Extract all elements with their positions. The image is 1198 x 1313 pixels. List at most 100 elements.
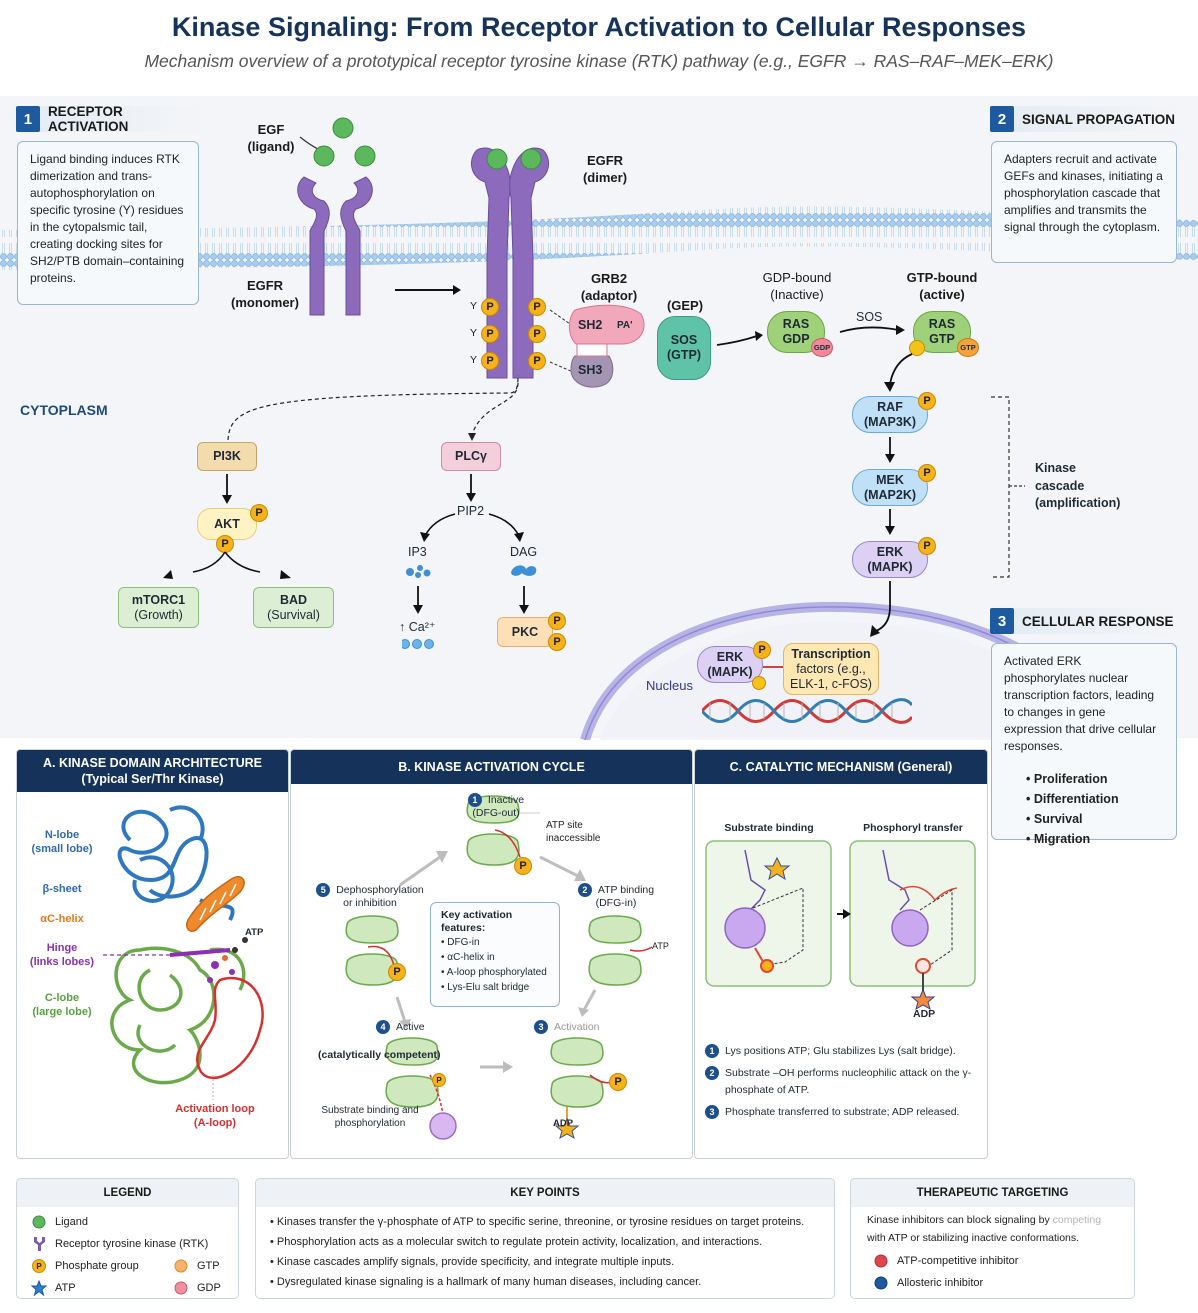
sos-node: SOS (GTP) <box>657 316 711 380</box>
phosphate-icon: P <box>918 392 936 410</box>
c-lobe-ribbon <box>110 946 246 1085</box>
activation-cycle-drawing <box>345 795 653 1140</box>
atp-star-icon <box>31 1280 47 1296</box>
therapeutic-text-part: with ATP or stabilizing inactive conform… <box>867 1232 1080 1244</box>
legend-item-gdp: GDP <box>173 1277 221 1298</box>
plcg-to-pip2-arrow <box>466 474 476 502</box>
substrate-icon <box>724 907 766 949</box>
step-text: Phosphate transferred to substrate; ADP … <box>725 1106 960 1118</box>
n-lobe-ribbon <box>117 805 235 921</box>
calcium-ion-icon <box>402 639 410 649</box>
step-text: Substrate –OH performs nucleophilic atta… <box>725 1067 972 1096</box>
ras-to-raf-arrow <box>884 353 913 392</box>
panel-a-header: A. KINASE DOMAIN ARCHITECTURE (Typical S… <box>17 750 288 792</box>
substrate-binding-frame <box>705 840 832 987</box>
phosphate-icon: P <box>528 325 546 343</box>
key-feature-item: • αC-helix in <box>441 952 495 963</box>
tyrosine-label: Y <box>470 354 478 366</box>
ligand-icon <box>486 148 508 170</box>
atp-note: ATP <box>652 941 669 951</box>
phosphate-glyph: P <box>32 1259 46 1273</box>
bad-sub: (Survival) <box>267 607 320 622</box>
alpha-c-helix-ribbon <box>185 876 245 932</box>
phosphate-icon: P <box>250 504 268 522</box>
legend-title: LEGEND <box>17 1179 238 1207</box>
mtorc1-name: mTORC1 <box>131 592 186 607</box>
ligand-icon <box>332 117 354 139</box>
cytoplasm-label: CYTOPLASM <box>20 402 108 418</box>
step-label: Active <box>396 1020 425 1033</box>
sos-name: SOS <box>670 333 698 347</box>
tyrosine-label: Y <box>470 327 478 339</box>
phosphate-icon: P <box>388 963 406 981</box>
inhibitor-label: ATP-competitive inhibitor <box>897 1255 1019 1267</box>
tf-line: Transcription <box>791 646 871 661</box>
c-lobe-label: C-lobe (large lobe) <box>24 991 100 1019</box>
key-point-item: Kinases transfer the γ-phosphate of ATP … <box>256 1212 834 1232</box>
section-2-description: Adapters recruit and activate GEFs and k… <box>991 141 1177 263</box>
outcome-item: Proliferation <box>1026 769 1164 789</box>
pa-label: PA' <box>617 320 633 331</box>
atp-bound-icon <box>752 676 766 690</box>
therapeutic-text-part: Kinase inhibitors can block signaling by <box>867 1214 1053 1226</box>
phosphate-icon: P <box>528 352 546 370</box>
substrate-note: Substrate binding and phosphorylation <box>321 1105 419 1129</box>
active-state-sub: (catalytically competent) <box>318 1049 441 1061</box>
atp-star-icon <box>763 856 791 881</box>
panel-kinase-domain: A. KINASE DOMAIN ARCHITECTURE (Typical S… <box>16 749 289 1159</box>
dag-label: DAG <box>510 545 538 559</box>
ligand-icon <box>520 148 542 170</box>
nuclear-erk-sub: (MAPK) <box>707 664 753 679</box>
cascade-bracket <box>991 396 1025 578</box>
mek-name: MEK <box>876 472 904 487</box>
substrate-icon <box>429 1112 457 1140</box>
ras-gtp-nucleotide: GTP <box>929 332 955 346</box>
egf-leader-line <box>299 136 319 150</box>
mtorc1-sub: (Growth) <box>134 607 183 622</box>
step-number: 1 <box>705 1044 719 1058</box>
ligand-icon <box>354 145 376 167</box>
legend-label: GTP <box>197 1260 220 1272</box>
ras-gdp-name: RAS <box>782 317 810 331</box>
key-point-item: Phosphorylation acts as a molecular swit… <box>256 1232 834 1252</box>
sos-to-ras-arrow <box>716 331 763 346</box>
step-number: 5 <box>316 883 331 897</box>
section-1-label: RECEPTOR ACTIVATION <box>47 104 129 134</box>
page-subtitle: Mechanism overview of a prototypical rec… <box>144 51 1054 71</box>
section-3-description: Activated ERK phosphorylates nuclear tra… <box>991 643 1177 846</box>
kinase-state-atp-bound <box>588 915 653 986</box>
dna-helix-icon <box>702 698 912 724</box>
phosphoryl-transfer-scene <box>882 849 958 1011</box>
sos-exchange-label: SOS <box>856 310 883 324</box>
gdp-icon: GDP <box>811 338 833 357</box>
catalytic-mechanism-drawing <box>705 840 976 1011</box>
hinge-label: Hinge (links lobes) <box>24 941 100 969</box>
ligand-icon <box>313 145 335 167</box>
atp-competitive-inhibitor-icon <box>873 1253 889 1269</box>
step-number: 3 <box>534 1020 548 1034</box>
panel-c-header: C. CATALYTIC MECHANISM (General) <box>695 750 987 784</box>
step-sub: (DFG-out) <box>472 807 520 819</box>
ligand-icon <box>31 1214 47 1230</box>
receptor-icon <box>340 176 373 316</box>
hinge-and-atp <box>169 937 248 983</box>
egfr-monomer-name: EGFR <box>246 278 284 293</box>
ras-gtp-state: (active) <box>919 287 965 302</box>
plcg-node: PLCγ <box>441 442 501 471</box>
kinase-state-active <box>385 1037 457 1140</box>
c-lobe-name: C-lobe <box>44 992 80 1004</box>
branch-dashed-lines <box>227 375 519 441</box>
phosphate-icon: P <box>481 325 499 343</box>
step-label: Inactive <box>487 793 525 806</box>
nucleus-label: Nucleus <box>646 678 693 693</box>
legend-item-rtk: Receptor tyrosine kinase (RTK) <box>31 1233 238 1255</box>
step-number: 2 <box>577 883 592 897</box>
section-1-number: 1 <box>16 106 40 132</box>
key-points-title: KEY POINTS <box>256 1179 834 1207</box>
mtorc1-node: mTORC1 (Growth) <box>118 587 199 628</box>
pip2-branch-arrows <box>420 513 524 542</box>
section-2-number: 2 <box>990 106 1014 132</box>
